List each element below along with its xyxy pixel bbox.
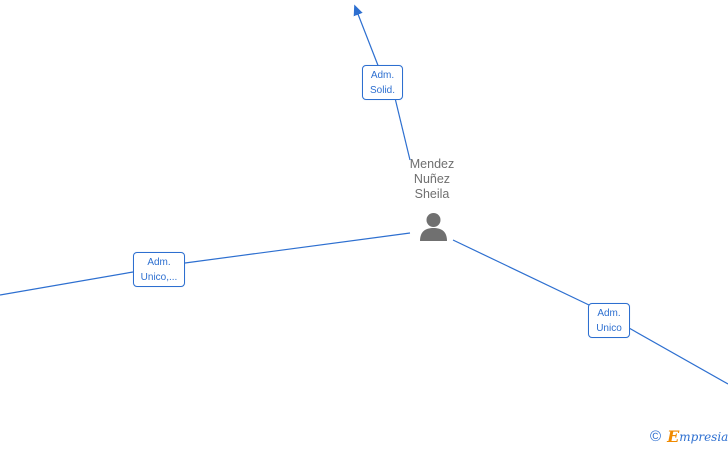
brand-logo-text: mpresia	[679, 430, 728, 444]
role-label-line-2: Solid.	[369, 85, 395, 96]
role-box-adm-solid[interactable]: Adm. Solid.	[362, 65, 403, 100]
role-box-adm-unico[interactable]: Adm. Unico	[588, 303, 630, 338]
role-label-line-1: Adm.	[370, 70, 395, 81]
edge-left-offscreen	[0, 271, 134, 296]
person-name-line-2: Nuñez	[413, 172, 451, 186]
copyright-icon: ©	[650, 428, 662, 445]
brand-watermark: © E mpresia	[650, 429, 728, 445]
person-name-line-3: Sheila	[414, 187, 450, 201]
edge-node-to-top	[394, 97, 411, 161]
role-label-line-1: Adm.	[597, 308, 621, 319]
brand-logo-initial: E	[667, 427, 680, 446]
edge-top-to-arrow	[353, 4, 380, 69]
edge-node-to-left	[184, 232, 411, 264]
edge-right-offscreen	[628, 327, 728, 385]
role-box-adm-unico-ellipsis[interactable]: Adm. Unico,...	[133, 252, 185, 287]
edge-node-to-right	[452, 239, 590, 306]
person-name[interactable]: Mendez Nuñez Sheila	[392, 157, 472, 202]
role-label-line-2: Unico	[596, 323, 622, 334]
person-name-line-1: Mendez	[409, 157, 455, 171]
person-icon[interactable]	[418, 211, 449, 242]
role-label-line-1: Adm.	[147, 257, 171, 268]
role-label-line-2: Unico,...	[140, 272, 178, 283]
